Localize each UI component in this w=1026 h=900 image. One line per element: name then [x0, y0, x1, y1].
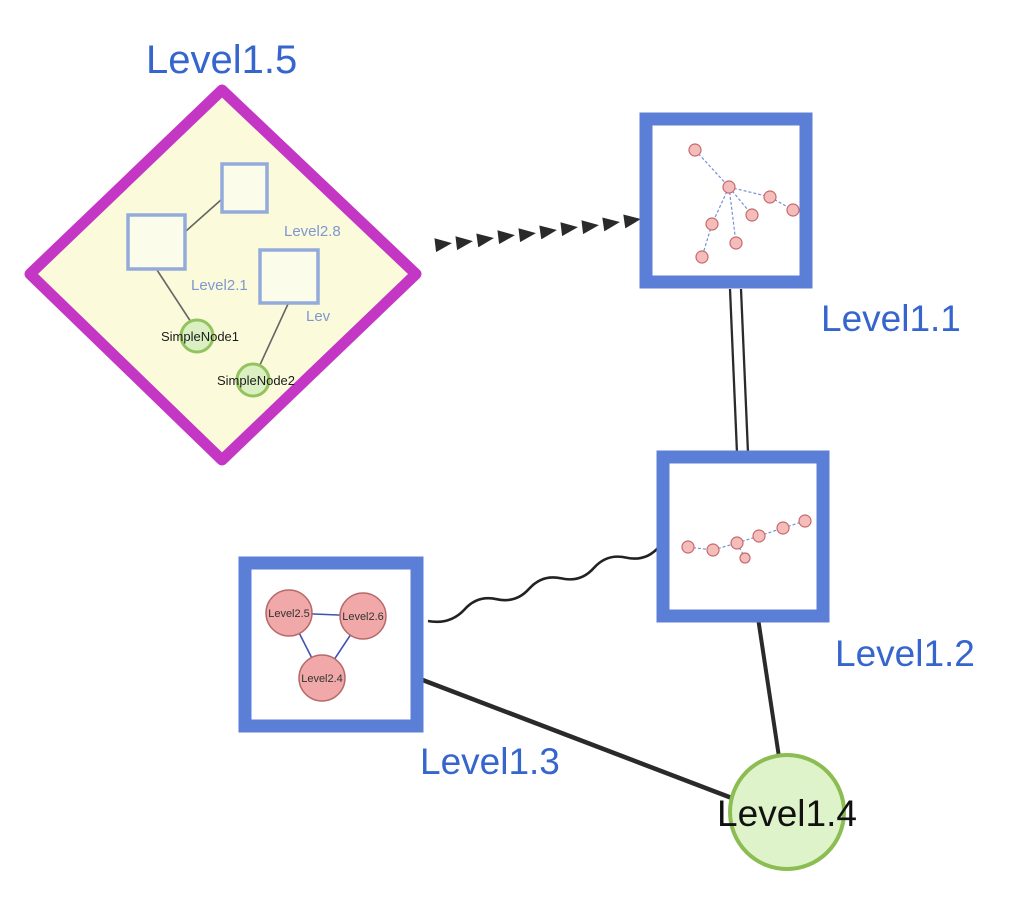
node-level21[interactable] — [126, 213, 187, 271]
node-level13-group: Level2.5 Level2.6 Level2.4 — [238, 556, 424, 733]
edge-level11-level12-line-a[interactable] — [728, 288, 739, 454]
node-level15-group: Level2.8 Level2.1 Lev SimpleNode1 Simple… — [24, 84, 422, 466]
label-level15: Level1.5 — [146, 38, 297, 82]
level11-mini-nodes — [688, 143, 800, 264]
node-level12-group — [656, 450, 830, 623]
edge-level13-to-level14[interactable] — [419, 676, 738, 803]
node-level24[interactable] — [298, 654, 346, 702]
node-level26[interactable] — [339, 592, 387, 640]
level12-mini-nodes — [681, 514, 812, 564]
label-level26: Level2.6 — [342, 611, 384, 623]
label-level11: Level1.1 — [821, 298, 961, 339]
mini-node[interactable] — [798, 514, 812, 528]
label-level28: Level2.8 — [284, 223, 341, 240]
mini-node[interactable] — [695, 250, 709, 264]
label-level13: Level1.3 — [420, 741, 560, 782]
mini-node[interactable] — [681, 540, 695, 554]
label-level25: Level2.5 — [268, 608, 310, 620]
mini-node[interactable] — [763, 190, 777, 204]
label-level21: Level2.1 — [191, 277, 248, 294]
mini-edge — [736, 535, 760, 544]
mini-edge — [728, 186, 771, 198]
edge-level13-to-level12-wavy[interactable] — [427, 546, 660, 624]
node-level25[interactable] — [265, 589, 313, 637]
level13-box[interactable] — [238, 556, 424, 733]
mini-node[interactable] — [705, 217, 719, 231]
node-level28[interactable] — [220, 162, 269, 214]
label-level14: Level1.4 — [717, 793, 857, 834]
mini-edge — [782, 520, 806, 529]
inner-edge-level21-level28 — [185, 198, 223, 232]
label-simplenode2: SimpleNode2 — [217, 373, 295, 388]
mini-node[interactable] — [739, 552, 751, 564]
mini-node[interactable] — [776, 521, 790, 535]
mini-node[interactable] — [730, 536, 744, 550]
mini-node[interactable] — [745, 208, 759, 222]
node-level11-group — [639, 112, 813, 289]
label-simplenode1: SimpleNode1 — [161, 329, 239, 344]
label-level12: Level1.2 — [835, 633, 975, 674]
mini-node[interactable] — [722, 180, 736, 194]
mini-edge — [728, 186, 737, 244]
edge-level12-to-level14[interactable] — [756, 617, 781, 758]
mini-node[interactable] — [729, 236, 743, 250]
level15-diamond-shape[interactable] — [24, 84, 422, 466]
inner-edge-level21-simplenode1 — [156, 269, 192, 323]
label-level24: Level2.4 — [301, 673, 343, 685]
node-simplenode1[interactable] — [179, 318, 215, 354]
mini-node[interactable] — [688, 143, 702, 157]
mini-node[interactable] — [752, 529, 766, 543]
mini-node[interactable] — [786, 203, 800, 217]
mini-edge — [694, 149, 730, 188]
node-simplenode2[interactable] — [235, 362, 271, 398]
label-lev: Lev — [306, 308, 331, 325]
level11-box[interactable] — [639, 112, 813, 289]
edge-level11-to-level12-double — [728, 288, 750, 454]
level12-box[interactable] — [656, 450, 830, 623]
mini-node[interactable] — [706, 543, 720, 557]
inner-edge-lev-simplenode2 — [258, 303, 289, 368]
edge-level15-to-level11-arrow[interactable] — [424, 214, 641, 253]
node-level14[interactable] — [728, 753, 846, 871]
edge-level11-level12-line-b[interactable] — [739, 288, 750, 454]
mini-edge — [711, 186, 730, 225]
node-lev[interactable] — [258, 248, 320, 305]
